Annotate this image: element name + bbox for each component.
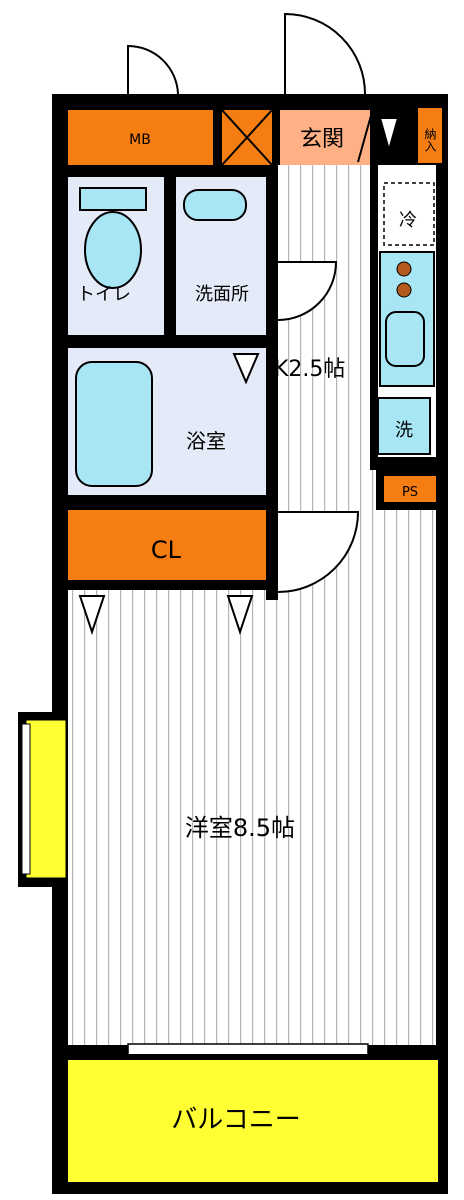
label-kitchen: K2.5帖: [274, 357, 345, 382]
label-washer: 洗: [395, 420, 413, 441]
wall-service-top: [68, 165, 276, 177]
washroom-door: [277, 261, 338, 321]
label-washroom: 洗面所: [195, 284, 249, 305]
wall-ps-top: [370, 458, 436, 470]
toilet-bowl: [84, 211, 142, 289]
wall-toilet-right: [164, 165, 176, 348]
washer: [377, 397, 431, 455]
label-ps: PS: [402, 485, 418, 500]
bay-window-glass: [25, 719, 67, 879]
label-mb: MB: [129, 132, 151, 148]
washbasin: [183, 189, 247, 221]
mb-block: [68, 110, 213, 165]
ps-block: [384, 476, 436, 502]
wall-closet-bottom: [68, 580, 266, 590]
wall-bath-top: [68, 335, 166, 348]
closet-door-mark-1: [78, 595, 106, 636]
label-western-room: 洋室8.5帖: [185, 814, 295, 842]
burner-icon-2: [396, 282, 412, 298]
label-toilet: トイレ: [77, 284, 131, 305]
bathtub: [75, 361, 153, 487]
entry-door-left: [127, 44, 179, 95]
closet-door-mark-2: [226, 595, 254, 636]
bay-window-sash: [21, 723, 31, 875]
label-fridge: 冷: [399, 210, 417, 231]
balcony-floor: [68, 1060, 438, 1182]
fridge-space: [383, 182, 435, 246]
storage-door-mark: [378, 117, 400, 154]
label-balcony: バルコニー: [171, 1105, 300, 1135]
wall-kitchen-right: [370, 165, 378, 465]
entrance-step: [357, 111, 373, 163]
label-closet: CL: [151, 536, 182, 564]
kitchen-sink: [385, 311, 425, 367]
label-storage: 納入: [423, 128, 437, 152]
wall-service-right: [266, 165, 278, 295]
wall-service-right-2: [266, 330, 278, 600]
room-door: [277, 511, 360, 593]
burner-icon: [396, 261, 412, 277]
closet-block: [68, 510, 266, 580]
label-entrance: 玄関: [300, 127, 344, 152]
toilet-tank: [79, 187, 147, 211]
entry-door-main: [284, 12, 366, 95]
entrance-floor: [280, 110, 370, 165]
storage-block: [418, 108, 442, 163]
wall-room-top-right: [376, 502, 436, 510]
wall-bath-bottom: [68, 495, 278, 510]
bath-door-mark: [232, 353, 260, 385]
kitchen-floor: [278, 165, 376, 507]
shoe-box-cross-2: [221, 109, 273, 166]
label-bath: 浴室: [186, 429, 226, 453]
